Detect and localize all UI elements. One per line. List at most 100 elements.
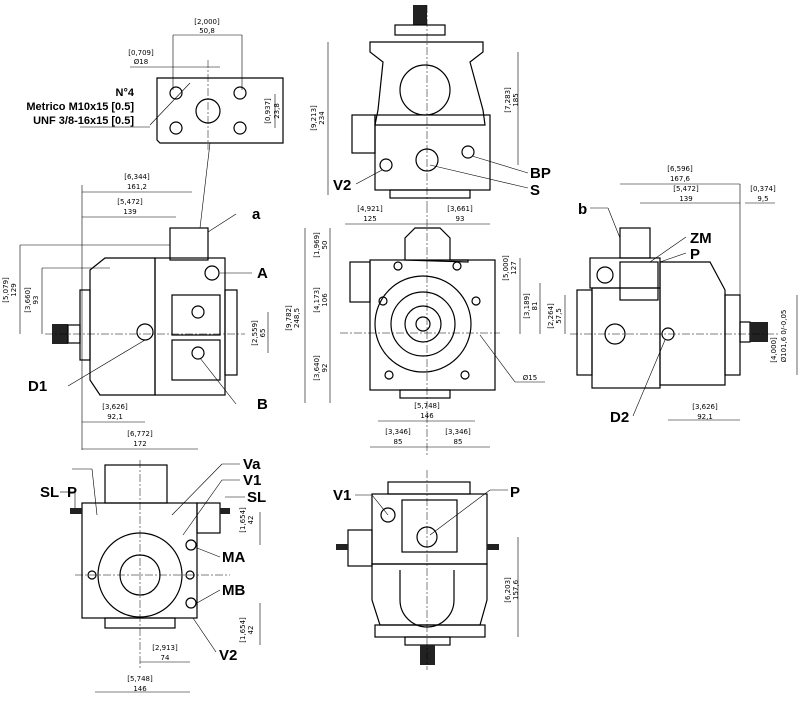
dim-inch: [7,283] xyxy=(504,87,512,113)
port-label-SL: SL xyxy=(40,484,59,501)
port-label-SL: SL xyxy=(247,489,266,506)
flange-detail-view: [2,000] 50,8 [0,709] Ø18 [0,937] 23,8 N°… xyxy=(26,18,284,150)
dim-inch: [2,559] xyxy=(251,320,259,346)
dim-inch: [3,346] xyxy=(385,428,411,436)
dim-inch: [3,189] xyxy=(523,293,531,319)
port-label-D1: D1 xyxy=(28,378,47,395)
dim-inch: [5,748] xyxy=(414,402,440,410)
dim-inch: [9,782] xyxy=(285,305,293,331)
dim-inch: [4,921] xyxy=(357,205,383,213)
port-label-V1: V1 xyxy=(333,487,351,504)
dim-mm: 42 xyxy=(247,626,255,635)
dim-mm: 161,2 xyxy=(127,183,147,191)
dim-inch: [9,213] xyxy=(310,105,318,131)
right-side-view: [6,596] 167,6 [5,472] 139 [0,374] 9,5 [5… xyxy=(502,165,798,426)
dim-mm: 248,5 xyxy=(293,308,301,328)
dim-mm: 65 xyxy=(259,329,267,338)
port-label-MA: MA xyxy=(222,549,245,566)
dim-inch: [5,000] xyxy=(502,255,510,281)
port-label-V2: V2 xyxy=(219,647,237,664)
dim-inch: [0,374] xyxy=(750,185,776,193)
dim-mm: 92,1 xyxy=(697,413,713,421)
port-label-A: A xyxy=(257,265,268,282)
bolt-hole-diameter-label: Ø15 xyxy=(523,374,537,382)
dim-mm: 74 xyxy=(161,654,170,662)
dim-inch: [0,709] xyxy=(128,49,154,57)
dim-inch: [2,913] xyxy=(152,644,178,652)
dim-mm: 172 xyxy=(133,440,146,448)
dim-mm: 57,5 xyxy=(555,308,563,324)
dim-mm: 139 xyxy=(123,208,136,216)
thread-note-metric: Metrico M10x15 [0.5] xyxy=(26,101,134,113)
dim-mm: 125 xyxy=(363,215,376,223)
dim-inch: [6,344] xyxy=(124,173,150,181)
dim-inch: [6,772] xyxy=(127,430,153,438)
dim-inch: [3,626] xyxy=(692,403,718,411)
dim-mm: 85 xyxy=(394,438,403,446)
dim-inch: [5,748] xyxy=(127,675,153,683)
thread-note-count: N°4 xyxy=(116,87,135,99)
port-label-BP: BP xyxy=(530,165,551,182)
top-view: [9,213] 234 [7,283] 185 BP S V2 xyxy=(310,5,551,205)
left-side-view: [6,344] 161,2 [5,472] 139 [5,079] 129 [3… xyxy=(2,173,269,450)
front-view: [4,921] 125 [3,661] 93 [9,782] 248,5 [1,… xyxy=(285,205,545,455)
dim-inch: [5,472] xyxy=(117,198,143,206)
port-label-V1: V1 xyxy=(243,472,261,489)
port-label-a: a xyxy=(252,206,261,223)
dim-inch: [2,264] xyxy=(547,303,555,329)
dim-mm: 127 xyxy=(510,261,518,274)
port-label-P: P xyxy=(67,484,77,501)
dim-mm: 93 xyxy=(456,215,465,223)
dim-inch: [1,654] xyxy=(239,507,247,533)
port-label-ZM: ZM xyxy=(690,230,712,247)
dim-mm: 129 xyxy=(10,283,18,296)
dim-mm: 146 xyxy=(420,412,434,420)
dim-inch: [3,661] xyxy=(447,205,473,213)
dim-mm: 146 xyxy=(133,685,147,693)
dim-mm: 9,5 xyxy=(757,195,768,203)
dim-inch: [3,660] xyxy=(24,287,32,313)
dim-inch: [1,969] xyxy=(313,232,321,258)
dim-inch: [0,937] xyxy=(264,98,272,124)
bottom-left-view: [1,654] 42 [1,654] 42 [2,913] 74 [5,748]… xyxy=(40,456,266,693)
dim-mm: 106 xyxy=(321,293,329,307)
dim-inch: [3,626] xyxy=(102,403,128,411)
dim-mm: 42 xyxy=(247,516,255,525)
dim-mm: 93 xyxy=(32,296,40,305)
port-label-P: P xyxy=(510,484,520,501)
port-label-S: S xyxy=(530,182,540,199)
dim-mm: 234 xyxy=(318,111,326,125)
port-label-V2: V2 xyxy=(333,177,351,194)
dim-inch: [3,640] xyxy=(313,355,321,381)
dim-mm: 50 xyxy=(321,241,329,250)
dim-inch: [4,173] xyxy=(313,287,321,313)
dim-inch: [2,000] xyxy=(194,18,220,26)
bottom-center-view: [6,203] 157,6 V1 P xyxy=(333,470,520,670)
dim-mm: 139 xyxy=(679,195,692,203)
dim-inch: [6,596] xyxy=(667,165,693,173)
dim-mm: 167,6 xyxy=(670,175,691,183)
thread-note-unf: UNF 3/8-16x15 [0.5] xyxy=(33,115,134,127)
port-label-P: P xyxy=(690,246,700,263)
dim-mm: 92 xyxy=(321,364,329,373)
port-label-D2: D2 xyxy=(610,409,629,426)
dim-inch: [4,000] xyxy=(770,337,778,363)
dim-inch: [6,203] xyxy=(504,577,512,603)
dim-mm: 157,6 xyxy=(512,579,520,600)
dim-inch: [1,654] xyxy=(239,617,247,643)
dim-mm: 81 xyxy=(531,302,539,311)
port-label-b: b xyxy=(578,201,587,218)
dim-mm: Ø18 xyxy=(134,58,148,66)
dim-mm: 23,8 xyxy=(273,103,281,119)
port-label-Va: Va xyxy=(243,456,261,473)
dim-inch: [5,079] xyxy=(2,277,10,303)
port-label-B: B xyxy=(257,396,268,413)
dim-inch: [5,472] xyxy=(673,185,699,193)
dim-inch: [3,346] xyxy=(445,428,471,436)
dim-mm: 92,1 xyxy=(107,413,123,421)
port-label-MB: MB xyxy=(222,582,245,599)
dim-mm: 50,8 xyxy=(199,27,215,35)
dim-mm: 185 xyxy=(512,93,520,106)
